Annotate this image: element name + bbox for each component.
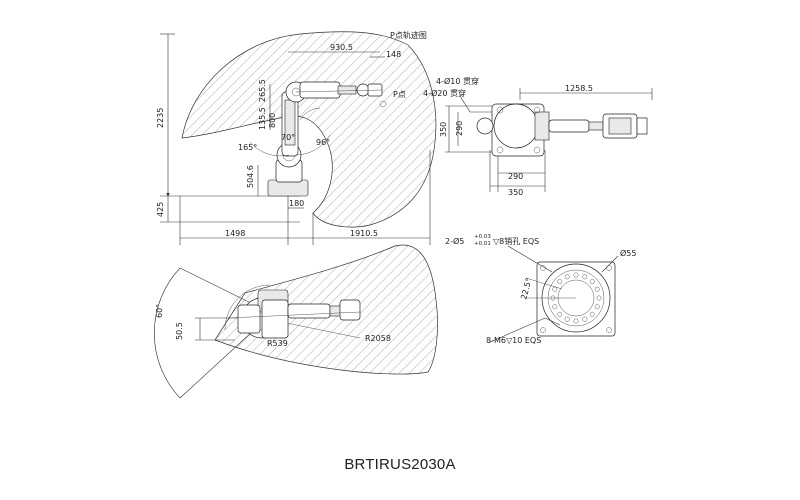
dim-180: 180: [289, 199, 304, 208]
thread-note: 8-M6▽10 EQS: [486, 336, 541, 345]
dim-265: 265.5: [258, 79, 267, 102]
flange-hole: [552, 304, 558, 310]
dim-1498: 1498: [225, 229, 245, 238]
flange-hole: [557, 279, 563, 285]
top-view: 60° 50.5 R539 R2058: [153, 244, 438, 399]
dim-55: Ø55: [620, 248, 636, 258]
flange-hole: [589, 311, 595, 317]
dim-800: 800: [268, 113, 277, 128]
flange-hole: [589, 279, 595, 285]
base-view: 4-Ø10 贯穿 4-Ø20 贯穿 1258.5 350 290 290 350: [423, 76, 653, 197]
flange-view: 2-Ø5 +0.03 +0.01 ▽8销孔 EQS Ø55 22.5° 8-M6…: [445, 234, 636, 345]
flange-hole: [582, 274, 588, 280]
flange-hole: [573, 318, 579, 324]
angle-60: 60°: [155, 304, 164, 318]
flange-hole: [596, 295, 602, 301]
dim-135: 135.5: [258, 107, 267, 130]
dim-930: 930.5: [330, 43, 353, 52]
dim-50: 50.5: [175, 322, 184, 340]
pin-tol-upper: +0.03: [474, 234, 491, 240]
angle-96: 96°: [316, 138, 330, 147]
dim-290-vertical: 290: [455, 121, 464, 136]
flange-hole: [594, 304, 600, 310]
pin-tol-lower: +0.01: [474, 241, 491, 247]
flange-bolt-holes: [550, 272, 602, 324]
top-robot-arm: [227, 289, 361, 339]
angle-22: 22.5°: [519, 277, 533, 300]
dim-2235: 2235: [156, 108, 165, 128]
label-trajectory: P点轨迹图: [390, 30, 427, 40]
radius-2058: R2058: [365, 334, 391, 343]
flange-hole: [564, 316, 570, 322]
dim-350-vertical: 350: [439, 122, 448, 137]
dim-425: 425: [156, 202, 165, 217]
note-holes-10: 4-Ø10 贯穿: [436, 76, 479, 86]
pin-note-suffix: ▽8销孔 EQS: [493, 236, 539, 246]
flange-hole: [557, 311, 563, 317]
dim-1258: 1258.5: [565, 84, 593, 93]
model-caption: BRTIRUS2030A: [344, 456, 456, 473]
flange-hole: [594, 286, 600, 292]
radius-539: R539: [267, 339, 288, 348]
flange-hole: [573, 272, 579, 278]
pin-note-prefix: 2-Ø5: [445, 236, 464, 246]
note-holes-20: 4-Ø20 贯穿: [423, 88, 466, 98]
flange-hole: [564, 274, 570, 280]
angle-70: 70°: [281, 133, 295, 142]
dim-350-horizontal: 350: [508, 188, 523, 197]
side-robot-arm: [249, 81, 387, 197]
dim-1910: 1910.5: [350, 229, 378, 238]
side-workspace-envelope: [181, 31, 437, 228]
angle-165: 165°: [238, 143, 257, 152]
dim-504: 504.6: [246, 165, 255, 188]
dim-290-horizontal: 290: [508, 172, 523, 181]
side-view: P点轨迹图 P点 930.5 148 2235 265.5 135.5 800 …: [156, 30, 437, 245]
base-robot-plan: [476, 103, 648, 157]
flange-hole: [582, 316, 588, 322]
dim-148: 148: [386, 50, 401, 59]
label-p-point: P点: [393, 90, 406, 99]
